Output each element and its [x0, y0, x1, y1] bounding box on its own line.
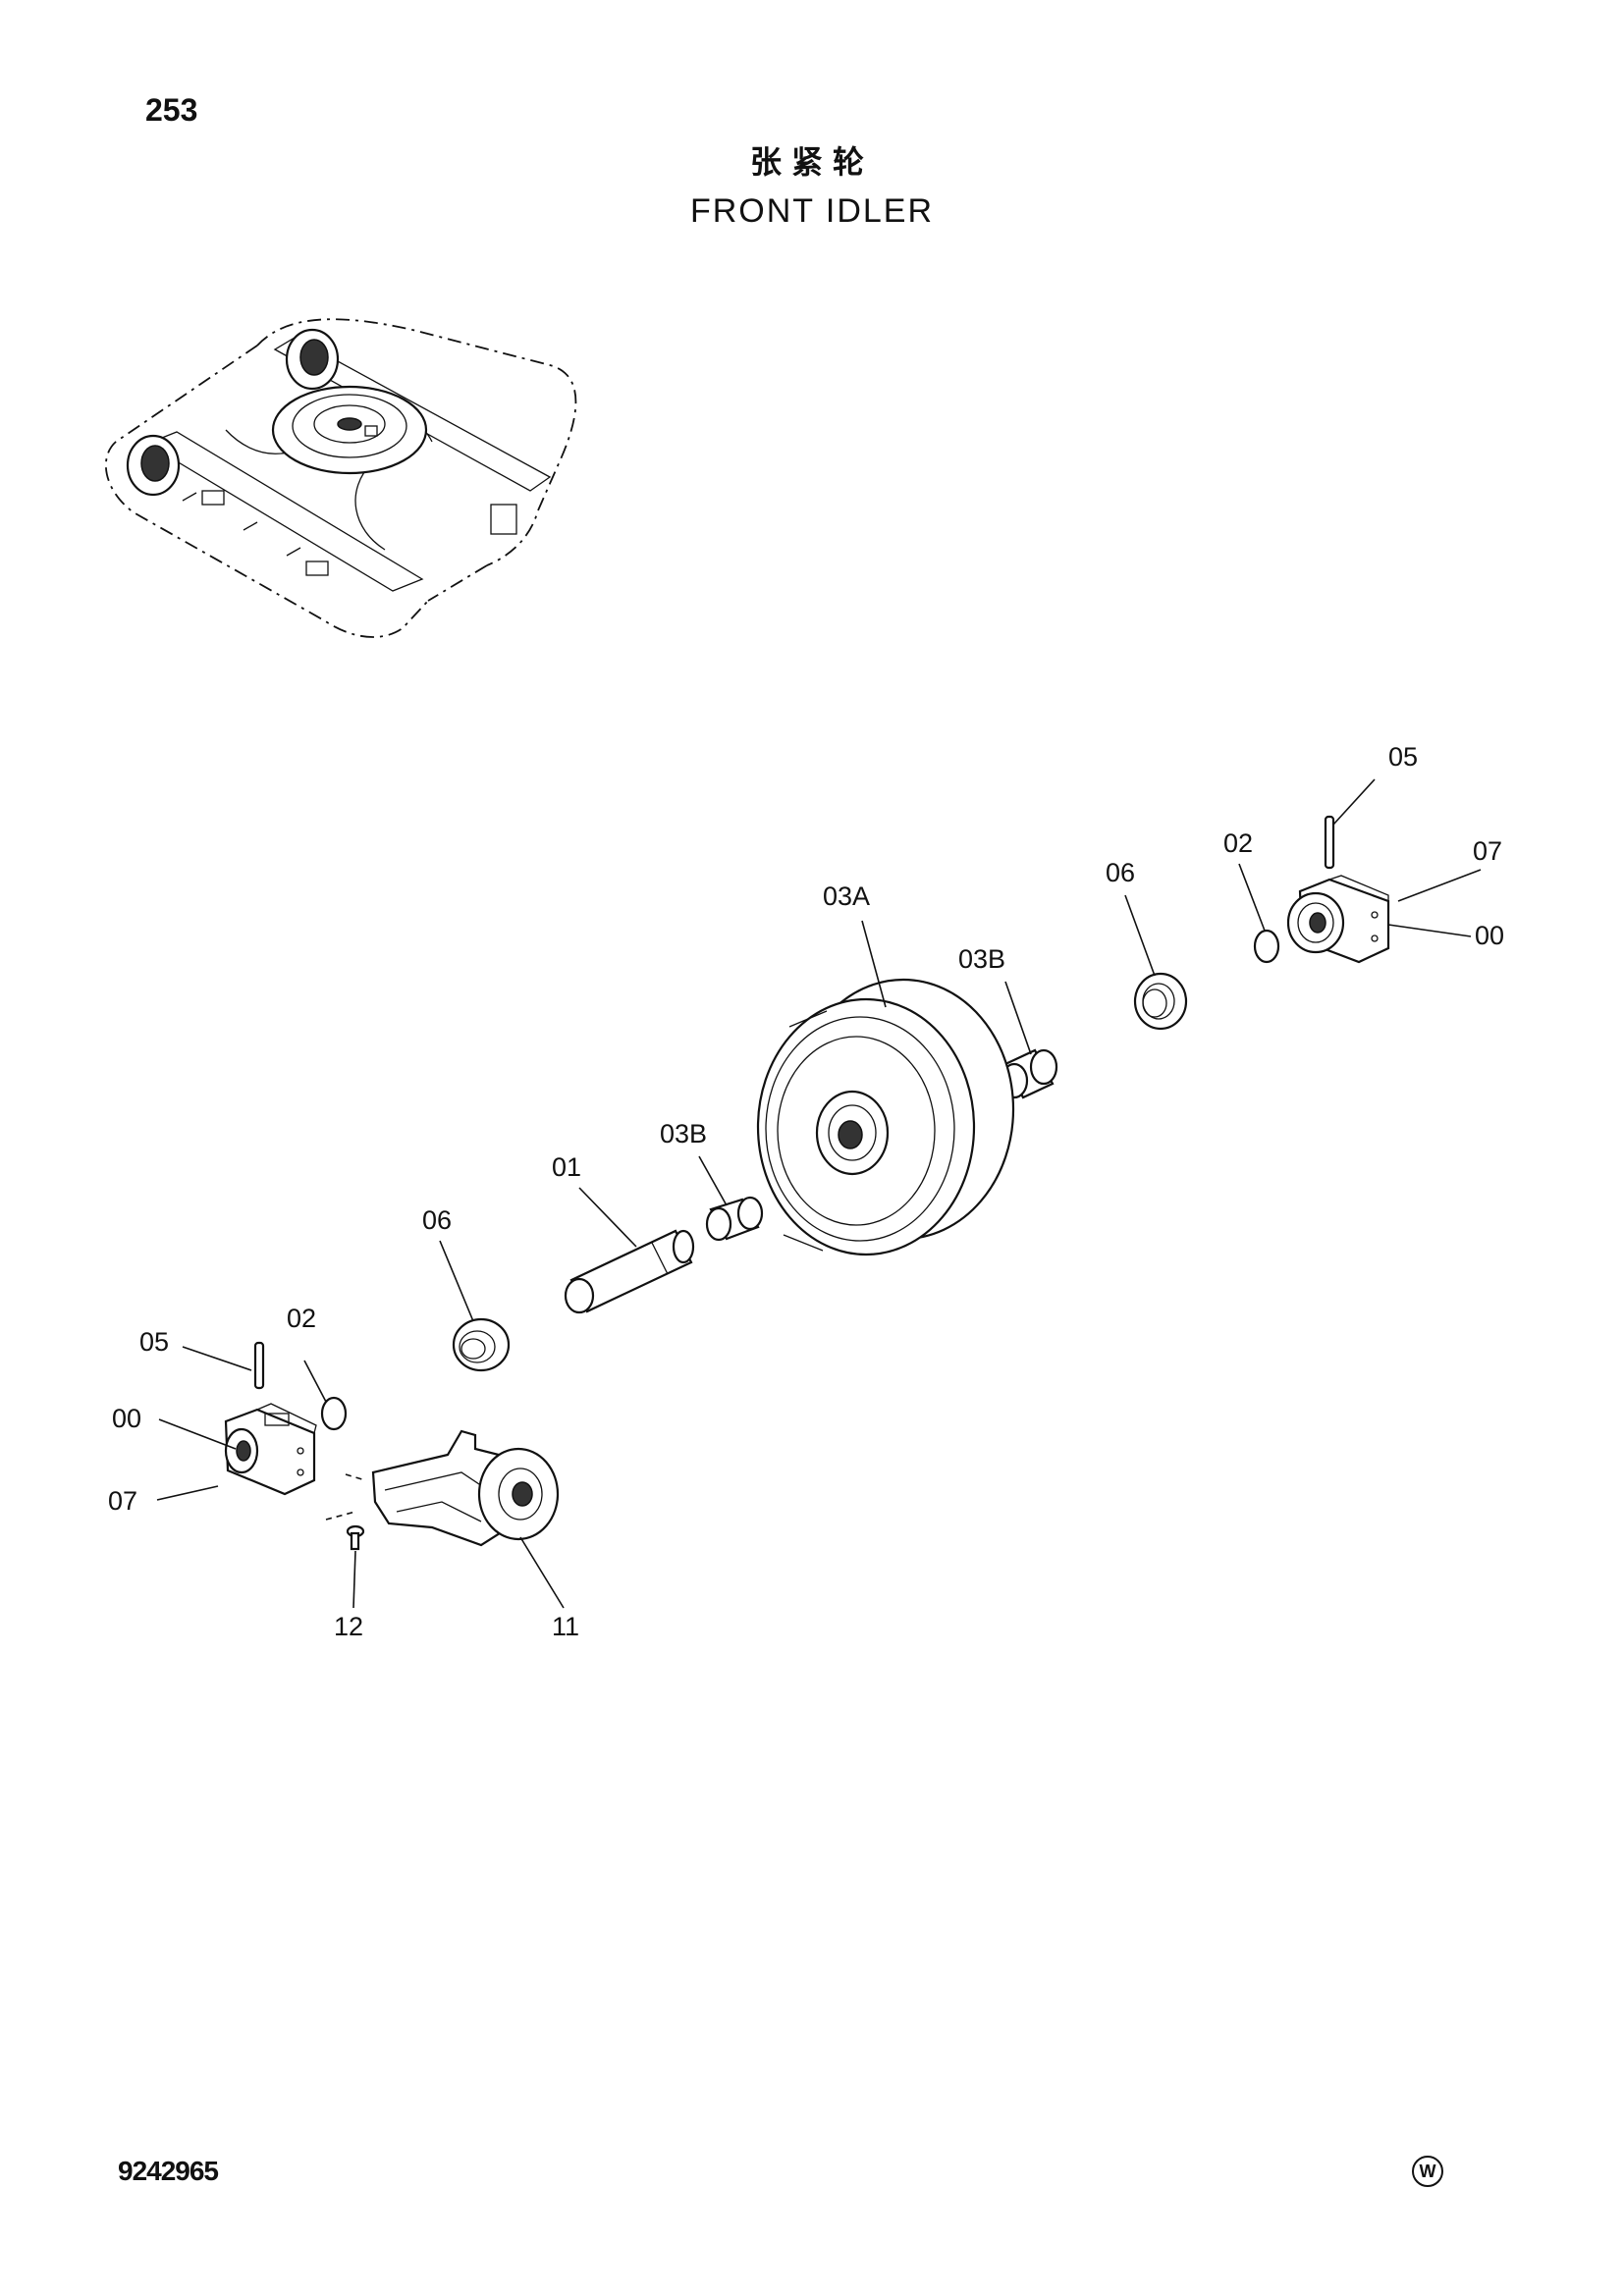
left-bushing [705, 1196, 764, 1242]
idler-yoke [371, 1429, 560, 1547]
callout-00-left: 00 [112, 1404, 141, 1433]
yoke-bolt [346, 1524, 365, 1551]
right-o-ring [1253, 929, 1280, 964]
idler-shaft [564, 1229, 695, 1314]
page-title-english: FRONT IDLER [689, 192, 935, 230]
document-number: 9242965 [118, 2156, 219, 2186]
callout-03b-left: 03B [660, 1119, 707, 1148]
callout-03a: 03A [823, 881, 870, 911]
callout-05-right: 05 [1388, 742, 1418, 772]
left-lock-pin [253, 1341, 265, 1390]
callout-05-left: 05 [139, 1327, 169, 1357]
callout-07-right: 07 [1473, 836, 1502, 866]
left-floating-seal [452, 1317, 511, 1372]
callout-02-right: 02 [1223, 828, 1253, 858]
right-lock-pin [1324, 815, 1335, 870]
callout-06-left: 06 [422, 1205, 452, 1235]
callout-07-left: 07 [108, 1486, 137, 1516]
page-number: 253 [145, 92, 198, 128]
callout-02-left: 02 [287, 1304, 316, 1333]
right-idler-bracket [1286, 875, 1390, 964]
circled-w-mark: W [1412, 2156, 1443, 2187]
leader-lines [156, 778, 1482, 1609]
right-floating-seal [1133, 972, 1188, 1031]
left-o-ring [320, 1396, 348, 1431]
undercarriage-overview-illustration [105, 318, 577, 638]
callout-11: 11 [552, 1612, 579, 1641]
callout-00-right: 00 [1475, 921, 1504, 950]
left-idler-bracket [224, 1403, 317, 1496]
callout-06-right: 06 [1106, 858, 1135, 887]
callout-03b-right: 03B [958, 944, 1005, 974]
page-title-chinese: 张紧轮 [749, 143, 874, 181]
idler-wheel [756, 978, 1015, 1256]
callout-01: 01 [552, 1152, 581, 1182]
callout-12: 12 [334, 1612, 363, 1641]
